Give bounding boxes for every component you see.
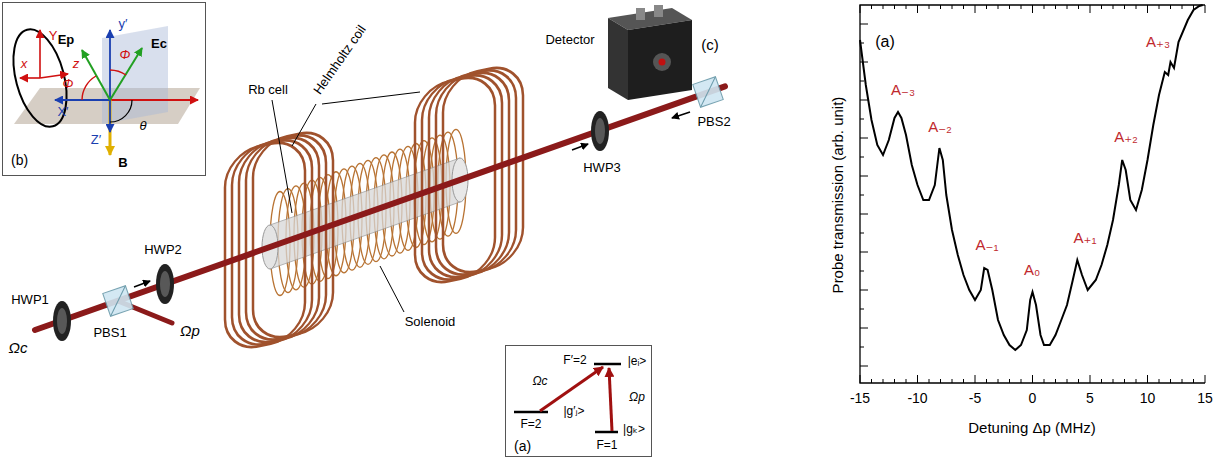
tick-label: 15 xyxy=(1197,391,1213,406)
coil-turn xyxy=(232,134,312,351)
direction-arrow xyxy=(134,112,690,287)
plot-axes xyxy=(860,5,1205,383)
tick-label: 0 xyxy=(1029,391,1037,406)
vector-label: B xyxy=(118,156,127,170)
beam-label: Ωc xyxy=(532,375,547,388)
peak-label: A₊₁ xyxy=(1074,230,1097,247)
axis-label: x xyxy=(21,57,28,71)
component-label: Rb cell xyxy=(248,83,288,97)
peak-label: A₋₁ xyxy=(976,237,999,254)
panel-label: (a) xyxy=(875,33,895,51)
component-label: PBS1 xyxy=(93,326,126,340)
angle-label: θ xyxy=(139,119,146,133)
axis-label: z xyxy=(73,57,80,71)
peak-label: A₀ xyxy=(1024,262,1040,279)
beam-label: Ωp xyxy=(180,323,200,340)
level-label: F=1 xyxy=(596,439,617,452)
coil-turn xyxy=(246,129,326,346)
coordinate-sketch xyxy=(4,23,200,155)
coil-turn xyxy=(225,136,305,353)
component-label: HWP3 xyxy=(583,161,621,175)
state-label: |eᵢ> xyxy=(628,355,647,368)
detector-device xyxy=(608,5,692,100)
vector-label: Ep xyxy=(58,33,75,47)
peak-label: A₊₃ xyxy=(1146,34,1170,51)
vector-label: Ec xyxy=(151,37,167,51)
energy-levels xyxy=(514,364,621,432)
peak-label: A₊₂ xyxy=(1114,129,1138,146)
component-label: Helmholtz coil xyxy=(311,23,369,97)
angle-label: Φ xyxy=(120,48,131,62)
laser-beam xyxy=(35,86,725,330)
level-label: F=2 xyxy=(520,418,541,431)
tick-label: 10 xyxy=(1140,391,1156,406)
tick-label: -10 xyxy=(907,391,927,406)
axis-label: Z′ xyxy=(91,133,101,147)
state-label: |gₖ> xyxy=(623,423,645,436)
axis-title: Probe transmission (arb. unit) xyxy=(830,97,847,294)
component-label: Solenoid xyxy=(405,315,456,329)
component-label: HWP1 xyxy=(11,293,49,307)
beam-splitter-cube xyxy=(103,77,724,317)
tick-label: -5 xyxy=(969,391,981,406)
tick-label: -15 xyxy=(850,391,870,406)
coil-turn xyxy=(239,131,319,348)
axis-label: Y xyxy=(49,29,58,43)
component-label: HWP2 xyxy=(144,243,182,257)
axis-title: Detuning Δp (MHz) xyxy=(968,420,1096,437)
leader-line xyxy=(272,92,420,312)
peak-label: A₋₃ xyxy=(891,82,915,99)
component-label: PBS2 xyxy=(697,115,730,129)
beam-label: Ωc xyxy=(9,340,28,357)
component-label: Detector xyxy=(545,33,594,47)
axis-label: X′ xyxy=(57,105,68,119)
axis-label: y′ xyxy=(119,17,128,31)
tick-label: 5 xyxy=(1086,391,1094,406)
coil-turn xyxy=(253,126,333,343)
angle-label: Φ xyxy=(63,77,74,91)
panel-label: (a) xyxy=(514,439,531,454)
beam-label: Ωp xyxy=(629,391,645,404)
half-wave-plate xyxy=(53,111,609,341)
transmission-curve xyxy=(860,5,1203,350)
peak-label: A₋₂ xyxy=(928,119,952,136)
inset-panel: (b) xyxy=(2,2,206,176)
state-label: |g′ⱼ> xyxy=(563,405,584,418)
panel-label: (c) xyxy=(701,37,719,54)
panel-label: (b) xyxy=(11,153,28,168)
level-label: F′=2 xyxy=(563,354,586,367)
